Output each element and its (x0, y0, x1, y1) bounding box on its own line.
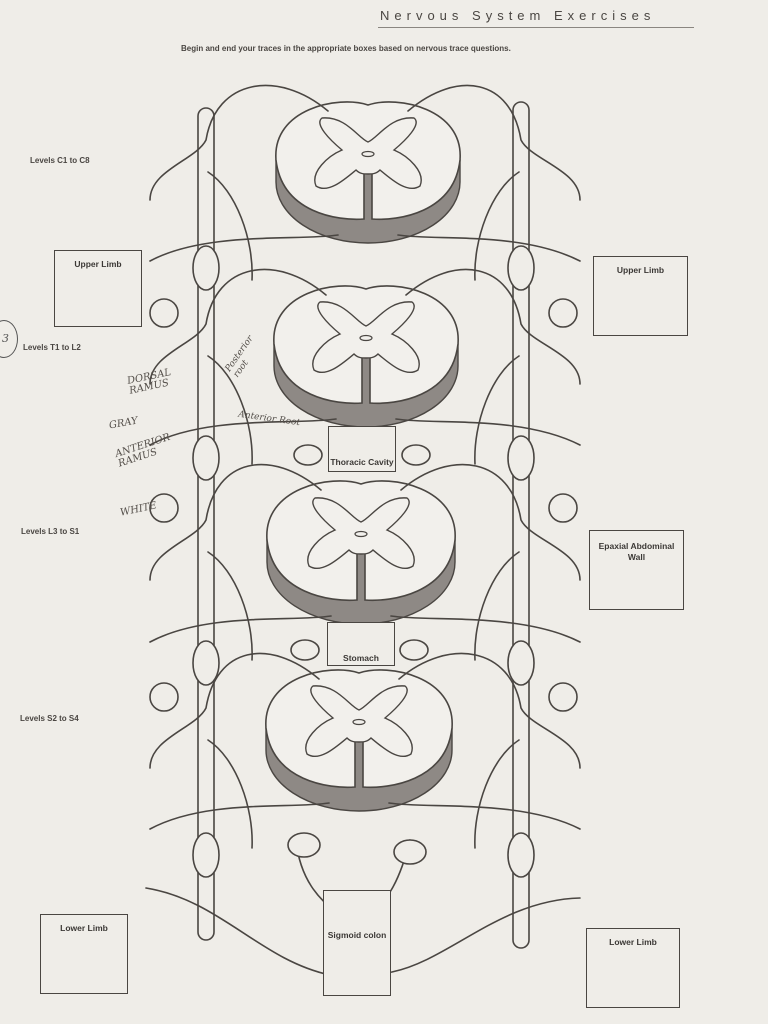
sympathetic-chain-left (197, 107, 215, 941)
bottom-nerve-paths (145, 444, 581, 978)
ramus-right-2 (474, 355, 520, 465)
ventral-root-right-1 (397, 234, 581, 262)
header-rule (378, 27, 694, 28)
level-label-t1-l2: Levels T1 to L2 (23, 343, 81, 352)
chain-ganglion-right-2 (507, 435, 535, 481)
dorsal-root-right-1 (407, 84, 581, 201)
pelvic-ganglion-right (393, 839, 427, 865)
thoracic-ganglion-left (293, 444, 323, 466)
ramus-right-3 (474, 551, 520, 661)
level-label-s2-s4: Levels S2 to S4 (20, 714, 79, 723)
spinal-segment-4 (149, 652, 581, 849)
ramus-left-4 (207, 739, 253, 849)
chain-ganglion-left-2 (192, 435, 220, 481)
pelvic-ganglion-left (287, 832, 321, 858)
ramus-left-2 (207, 355, 253, 465)
grey-matter-1 (314, 117, 422, 189)
sympathetic-chain-right (512, 101, 530, 949)
stomach-box[interactable]: Stomach (327, 622, 395, 666)
level-label-c1-c8: Levels C1 to C8 (30, 156, 90, 165)
epaxial-abdominal-wall-box[interactable]: Epaxial Abdominal Wall (589, 530, 684, 610)
chain-ganglion-right-3 (507, 640, 535, 686)
central-canal-4 (352, 718, 366, 726)
ventral-root-right-4 (388, 802, 581, 830)
dorsal-ganglion-right-2 (548, 298, 578, 328)
spinal-segment-1 (149, 84, 581, 281)
ventral-root-right-2 (395, 418, 581, 446)
spinal-segment-2 (149, 268, 581, 465)
grey-matter-3 (307, 497, 415, 569)
page-header-title: Nervous System Exercises (380, 8, 656, 23)
dorsal-ganglion-right-3 (548, 493, 578, 523)
dorsal-ganglion-right-4 (548, 682, 578, 712)
sigmoid-colon-box[interactable]: Sigmoid colon (323, 890, 391, 996)
dorsal-root-left-3 (149, 463, 322, 581)
thoracic-ganglion-right (401, 444, 431, 466)
ramus-right-1 (474, 171, 520, 281)
ventral-root-left-2 (149, 418, 337, 446)
thoracic-cavity-box[interactable]: Thoracic Cavity (328, 426, 396, 472)
dorsal-root-right-4 (398, 652, 581, 769)
ramus-left-1 (207, 171, 253, 281)
dorsal-root-right-3 (400, 463, 581, 581)
lower-limb-box-right[interactable]: Lower Limb (586, 928, 680, 1008)
upper-limb-box-right[interactable]: Upper Limb (593, 256, 688, 336)
dorsal-root-left-1 (149, 84, 329, 201)
grey-matter-4 (305, 685, 413, 757)
spinal-segment-3 (149, 463, 581, 661)
central-canal-1 (361, 150, 375, 158)
sympathetic-chains (192, 101, 535, 949)
chain-ganglion-left-1 (192, 245, 220, 291)
central-canal-3 (354, 530, 368, 538)
chain-ganglion-right-4 (507, 832, 535, 878)
dorsal-ganglion-left-3 (149, 493, 179, 523)
dorsal-ganglion-left-4 (149, 682, 179, 712)
ventral-root-right-3 (390, 615, 581, 643)
ventral-root-left-3 (149, 615, 332, 643)
ventral-root-left-1 (149, 234, 339, 262)
chain-ganglion-right-1 (507, 245, 535, 291)
instructions-text: Begin and end your traces in the appropr… (181, 44, 511, 53)
lower-limb-box-left[interactable]: Lower Limb (40, 914, 128, 994)
dorsal-ganglion-left-2 (149, 298, 179, 328)
grey-matter-2 (312, 301, 420, 373)
stomach-ganglion-left (290, 639, 320, 661)
stomach-ganglion-right (399, 639, 429, 661)
dorsal-root-left-4 (149, 652, 320, 769)
dorsal-root-right-2 (405, 268, 581, 385)
ventral-root-left-4 (149, 802, 330, 830)
central-canal-2 (359, 334, 373, 342)
chain-ganglion-left-3 (192, 640, 220, 686)
dorsal-root-left-2 (149, 268, 327, 385)
spinal-cord-segments (149, 84, 581, 849)
upper-limb-box-left[interactable]: Upper Limb (54, 250, 142, 327)
chain-ganglion-left-4 (192, 832, 220, 878)
level-label-l3-s1: Levels L3 to S1 (21, 527, 80, 536)
ramus-left-3 (207, 551, 253, 661)
ramus-right-4 (474, 739, 520, 849)
question-number: 3 (2, 332, 9, 345)
